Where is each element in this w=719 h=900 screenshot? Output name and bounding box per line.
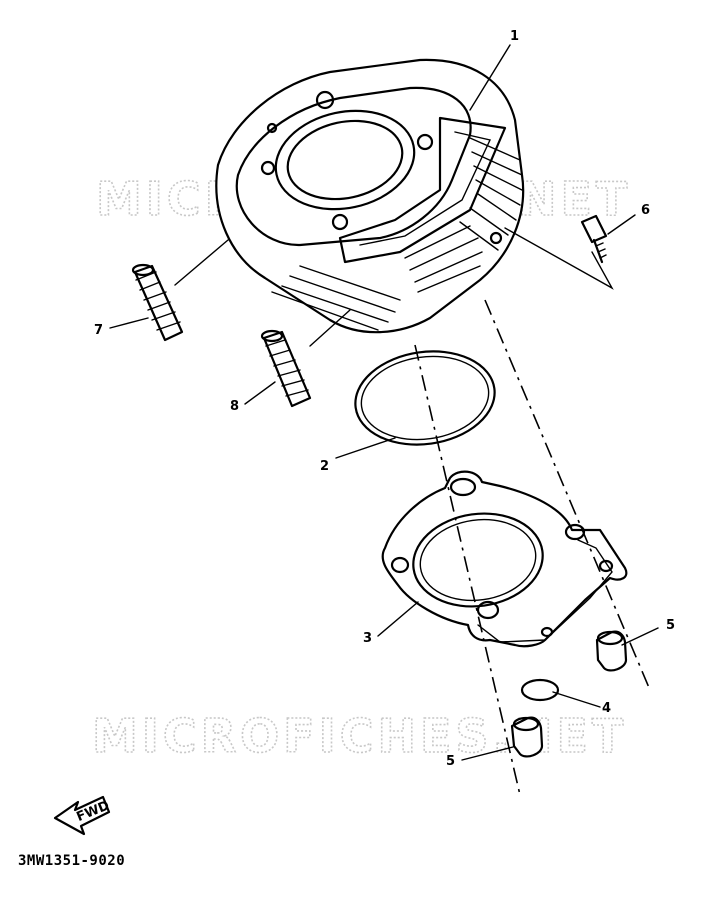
dowel-pin-left (510, 716, 544, 758)
callout-3: 3 (363, 631, 372, 646)
callout-6: 6 (641, 203, 650, 218)
spring-part-7 (131, 263, 184, 342)
bolt-part (580, 214, 608, 264)
callout-7: 7 (94, 323, 103, 338)
spring-part-8 (260, 329, 312, 408)
alignment-line-left (414, 344, 521, 796)
alignment-line-right (484, 299, 651, 691)
callout-8: 8 (230, 399, 239, 414)
watermark-bottom: MICROFICHES.NET (92, 709, 627, 763)
callout-5-right: 5 (666, 618, 675, 633)
fwd-arrow-icon: FWD (53, 795, 112, 836)
callout-4: 4 (602, 701, 611, 716)
small-o-ring-part (520, 678, 560, 702)
o-ring-part (354, 350, 496, 446)
callout-1: 1 (510, 29, 519, 44)
dowel-pin-right (595, 630, 628, 672)
diagram-part-number: 3MW1351-9020 (18, 853, 125, 869)
gasket-part (381, 470, 628, 648)
callout-2: 2 (320, 459, 329, 474)
cylinder-part (215, 58, 525, 334)
callout-5-left: 5 (446, 754, 455, 769)
leader-lines (109, 44, 659, 761)
